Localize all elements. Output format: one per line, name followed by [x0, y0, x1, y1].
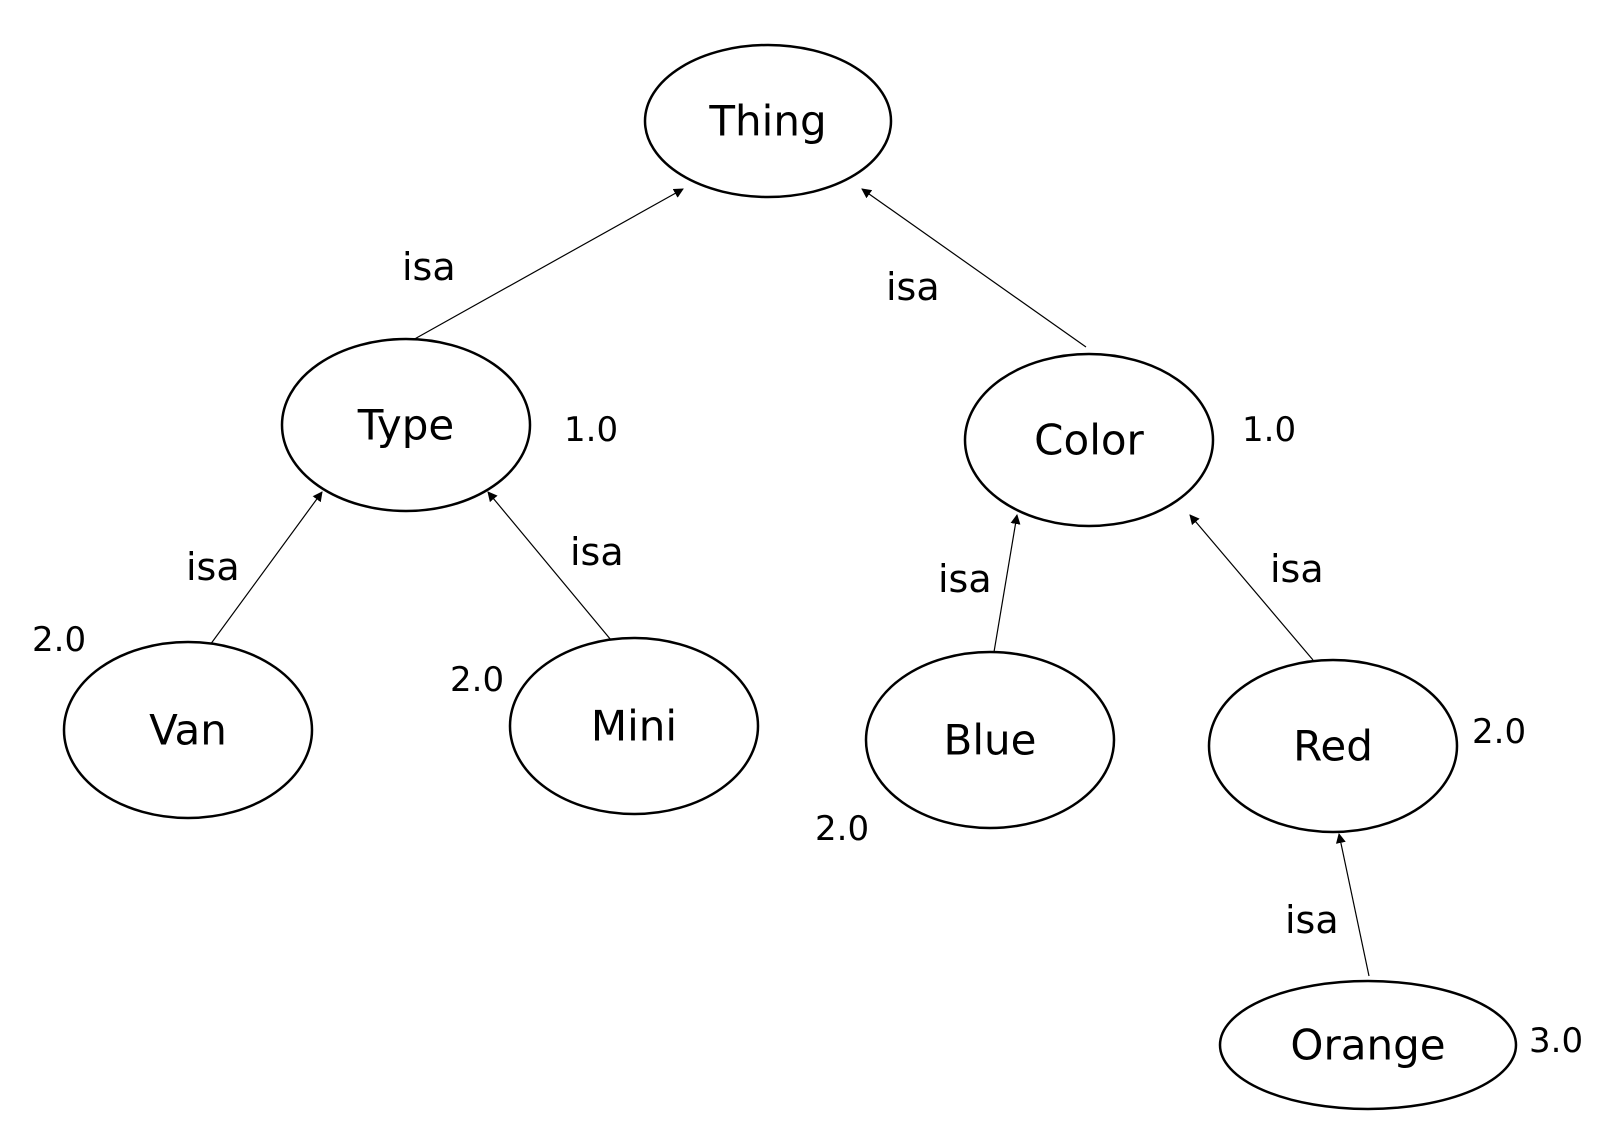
edge-label: isa	[570, 530, 624, 574]
node-color: Color	[963, 352, 1215, 528]
node-label: Orange	[1290, 1021, 1445, 1070]
weight-mini: 2.0	[450, 660, 504, 700]
edge-label: isa	[886, 265, 940, 309]
edge-label: isa	[1270, 547, 1324, 591]
edge-orange-to-red	[1335, 833, 1370, 977]
edge-type-to-thing	[410, 188, 684, 342]
edges	[209, 188, 1370, 977]
node-label: Blue	[944, 716, 1037, 765]
node-label: Mini	[591, 702, 677, 751]
edge-label: isa	[1285, 898, 1339, 942]
edge-mini-to-type	[487, 491, 612, 641]
weight-labels: 1.0 1.0 2.0 2.0 2.0 2.0 3.0	[32, 410, 1583, 1061]
node-label: Van	[149, 706, 227, 755]
weight-red: 2.0	[1472, 712, 1526, 752]
edge-color-to-thing	[861, 188, 1087, 348]
node-ellipse	[280, 337, 532, 513]
node-ellipse	[643, 43, 893, 199]
edge-label: isa	[402, 245, 456, 289]
weight-orange: 3.0	[1529, 1021, 1583, 1061]
node-blue: Blue	[864, 650, 1116, 830]
weight-van: 2.0	[32, 620, 86, 660]
node-ellipse	[62, 640, 314, 820]
node-type: Type	[280, 337, 532, 513]
weight-color: 1.0	[1242, 410, 1296, 450]
node-orange: Orange	[1218, 979, 1518, 1111]
edge-van-to-type	[209, 491, 323, 646]
edge-label: isa	[938, 557, 992, 601]
node-thing: Thing	[643, 43, 893, 199]
node-mini: Mini	[508, 636, 760, 816]
node-ellipse	[1218, 979, 1518, 1111]
node-ellipse	[508, 636, 760, 816]
node-ellipse	[963, 352, 1215, 528]
edge-label: isa	[186, 545, 240, 589]
weight-blue: 2.0	[815, 809, 869, 849]
node-red: Red	[1207, 658, 1459, 834]
node-van: Van	[62, 640, 314, 820]
node-label: Red	[1293, 722, 1373, 771]
node-ellipse	[1207, 658, 1459, 834]
node-label: Color	[1034, 416, 1144, 465]
node-label: Type	[357, 401, 454, 450]
edge-blue-to-color	[993, 514, 1021, 653]
edge-labels: isa isa isa isa isa isa isa	[186, 245, 1339, 942]
node-label: Thing	[708, 97, 826, 146]
weight-type: 1.0	[564, 410, 618, 450]
edge-red-to-color	[1189, 514, 1314, 661]
node-ellipse	[864, 650, 1116, 830]
